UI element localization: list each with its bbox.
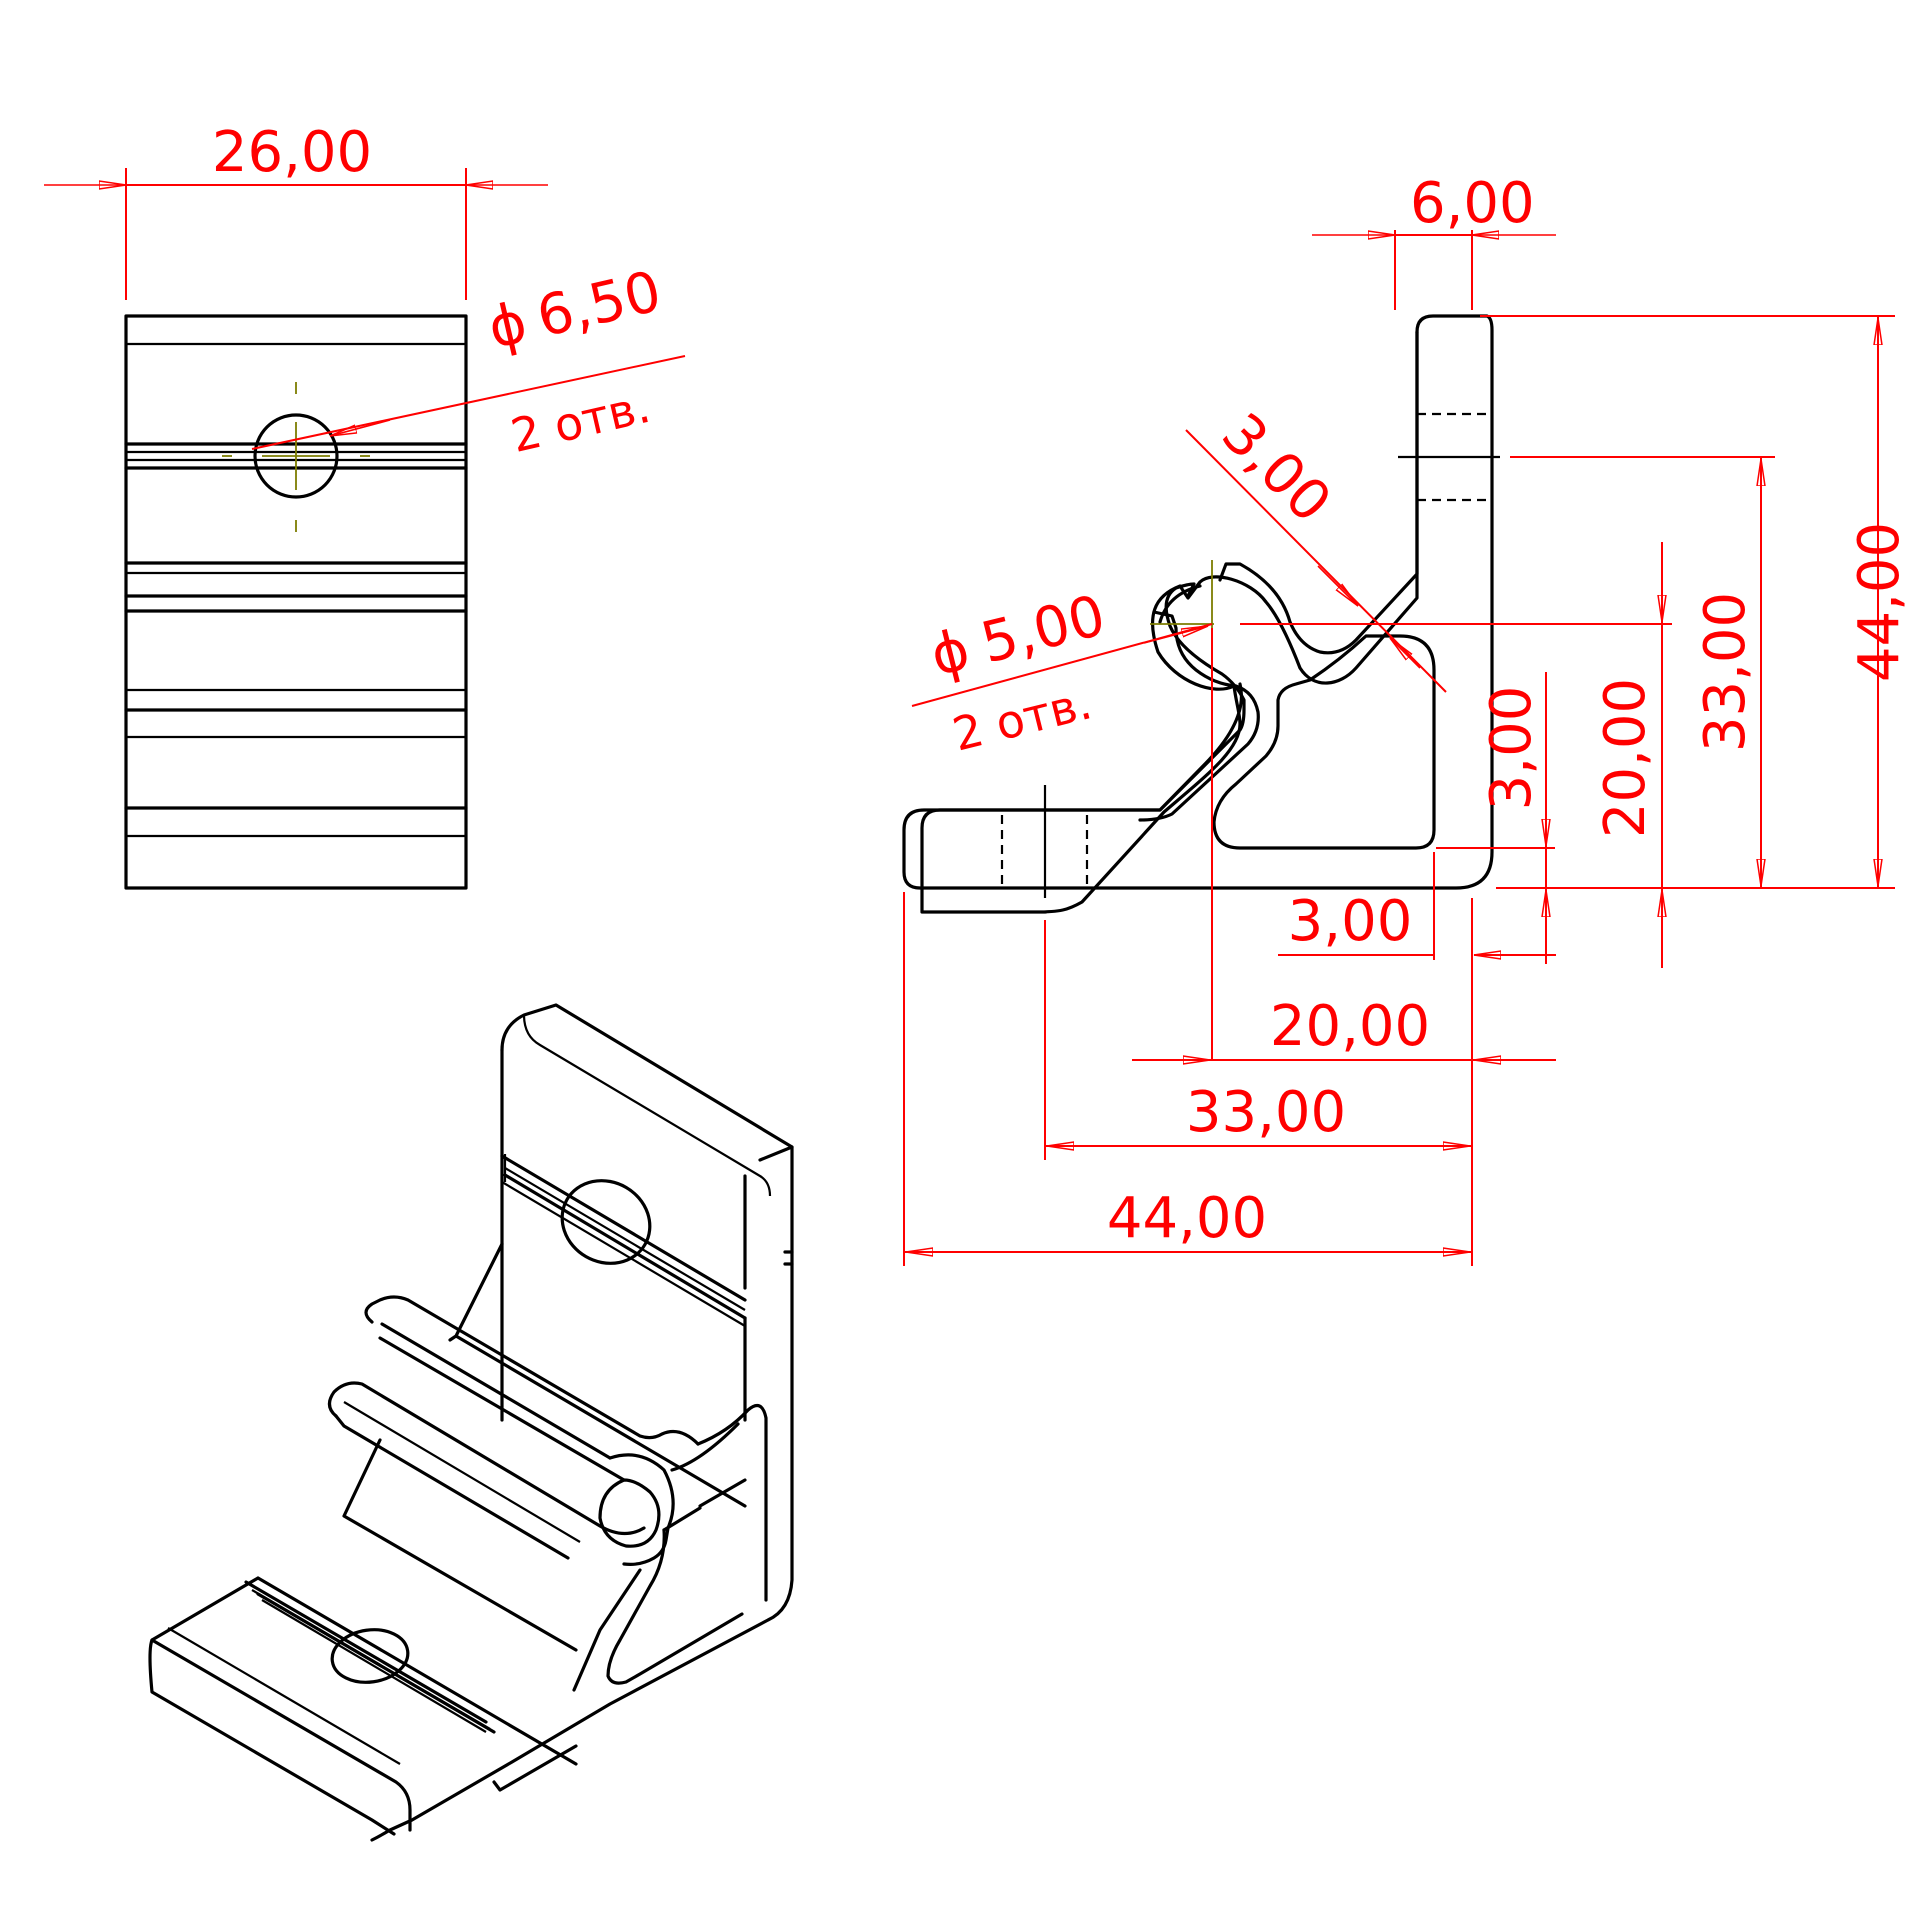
- dim-horizontal-3: 3,00: [1278, 889, 1556, 955]
- side-view-horizontal-extensions: [903, 628, 1473, 1266]
- front-view-groove-lines: [124, 342, 468, 838]
- dim-vertical-44-label: 44,00: [1847, 522, 1912, 682]
- iso-lower-rib: [327, 1381, 646, 1536]
- iso-vertical-top-fillet: [522, 1014, 772, 1197]
- side-view-slot-horizontal: [1000, 785, 1089, 898]
- dim-width-26-label: 26,00: [212, 120, 372, 185]
- iso-upper-rib-lower-edge: [378, 1336, 626, 1482]
- dim-slot-hole-5-note: 2 отв.: [947, 675, 1096, 761]
- iso-vertical-flange: [370, 1003, 794, 1842]
- dim-horizontal-33: 33,00: [1045, 1080, 1472, 1146]
- iso-vertical-groove: [500, 1154, 747, 1327]
- dim-vertical-20: 20,00: [1593, 542, 1662, 968]
- iso-lower-rib-mid-edge: [343, 1401, 581, 1543]
- diameter-symbol: ϕ: [482, 290, 533, 362]
- dim-flange-6: 6,00: [1312, 171, 1556, 310]
- side-view-vertical-extensions: [1240, 315, 1895, 889]
- dim-flange-6-label: 6,00: [1410, 171, 1535, 236]
- side-view-inner-pocket: [1212, 634, 1436, 850]
- side-view-hole-centerlines: [1150, 560, 1214, 630]
- dim-hole-6-50: ϕ 6,50 2 отв.: [251, 259, 686, 463]
- iso-horizontal-hole: [330, 1628, 410, 1684]
- front-view-outline: [124, 314, 468, 890]
- dim-vertical-33: 33,00: [1693, 457, 1761, 888]
- side-view-lower-hook: [1138, 610, 1260, 822]
- dim-horizontal-44: 44,00: [904, 1186, 1472, 1252]
- dim-horizontal-3-label: 3,00: [1288, 889, 1413, 954]
- iso-hub-outer: [608, 1453, 675, 1566]
- dim-horizontal-33-label: 33,00: [1186, 1080, 1346, 1145]
- iso-horizontal-top-edge: [150, 1638, 412, 1832]
- iso-horizontal-notch: [492, 1744, 578, 1792]
- dim-fillet-3-diagonal: 3,00: [1185, 401, 1447, 693]
- front-view: 26,00 ϕ 6,50 2 отв.: [44, 120, 686, 890]
- front-view-hole: [253, 413, 339, 499]
- dim-slot-hole-5-label: 5,00: [975, 583, 1112, 676]
- side-view-upper-hook: [1218, 330, 1419, 655]
- iso-rib-hub: [598, 1478, 661, 1548]
- dim-width-26: 26,00: [44, 120, 548, 300]
- iso-inner-upper-face: [448, 1242, 747, 1508]
- iso-web-connect: [662, 1478, 747, 1532]
- iso-lower-web-edge: [572, 1568, 642, 1692]
- iso-hub-web: [606, 1528, 744, 1685]
- dim-horizontal-20-label: 20,00: [1270, 994, 1430, 1059]
- side-view: 6,00 3,00 ϕ 5,00 2 отв.: [902, 171, 1912, 1266]
- iso-notch-marks: [783, 1250, 794, 1266]
- iso-horizontal-inner-edge: [256, 1576, 578, 1766]
- dim-vertical-20-label: 20,00: [1593, 678, 1658, 838]
- iso-upper-web-edge: [670, 1422, 740, 1472]
- iso-upper-web: [696, 1403, 768, 1602]
- iso-horizontal-groove: [244, 1580, 496, 1734]
- iso-lower-rib-bottom-edge: [334, 1414, 570, 1560]
- iso-upper-rib-mid-edge: [380, 1322, 612, 1460]
- dim-horizontal-20: 20,00: [1132, 994, 1556, 1060]
- dim-vertical-33-label: 33,00: [1693, 592, 1758, 752]
- dim-fillet-3-label: 3,00: [1209, 401, 1343, 535]
- dim-vertical-3-label: 3,00: [1479, 686, 1544, 811]
- dim-horizontal-44-label: 44,00: [1107, 1186, 1267, 1251]
- dim-vertical-3: 3,00: [1479, 672, 1546, 964]
- iso-vertical-hole: [560, 1179, 652, 1265]
- dim-vertical-44: 44,00: [1847, 316, 1912, 888]
- iso-horizontal-flange: [148, 1576, 396, 1836]
- side-view-slot-vertical: [1398, 412, 1500, 502]
- iso-upper-rib: [364, 1295, 700, 1446]
- iso-vertical-top-corner: [758, 1145, 794, 1162]
- diameter-symbol-2: ϕ: [924, 617, 976, 689]
- side-view-profile: [902, 314, 1494, 890]
- isometric-view: [148, 1003, 794, 1842]
- front-view-hole-centerlines: [222, 382, 370, 532]
- dim-hole-6-50-label: 6,50: [531, 259, 667, 350]
- iso-horizontal-fillet-line: [167, 1627, 401, 1765]
- dim-hole-6-50-note: 2 отв.: [506, 379, 655, 463]
- side-view-hook-tip: [1158, 584, 1202, 624]
- iso-inner-lower-face: [342, 1438, 578, 1652]
